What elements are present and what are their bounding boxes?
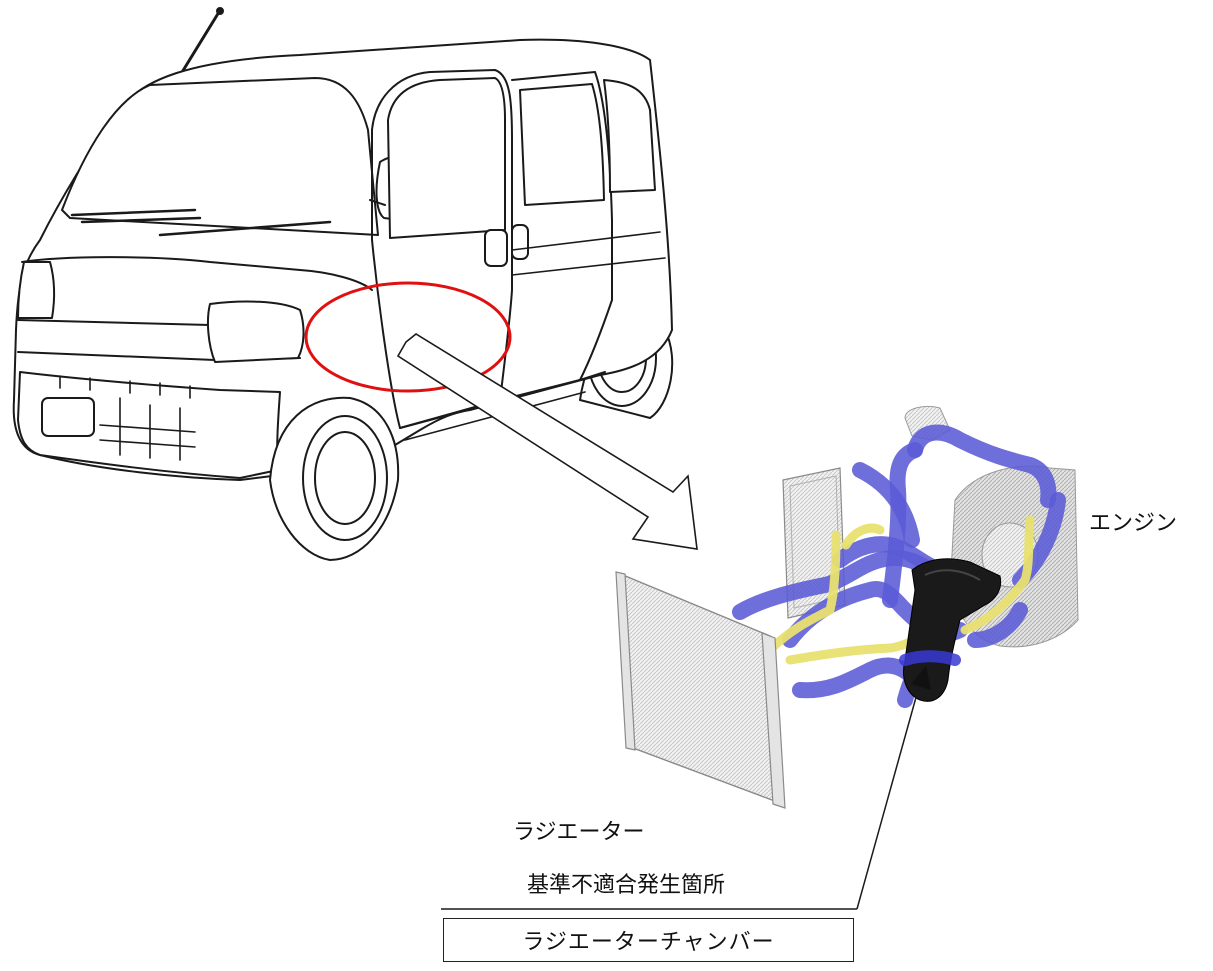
label-defect-location: 基準不適合発生箇所 (527, 873, 726, 898)
cooling-system-illustration (615, 405, 1079, 809)
van-illustration (12, 7, 674, 561)
label-radiator: ラジエーター (513, 820, 645, 845)
part-name-box: ラジエーターチャンバー (443, 918, 854, 962)
part-name-label: ラジエーターチャンバー (522, 930, 775, 955)
callout-arrow (396, 333, 698, 550)
leader-arrowhead (911, 666, 931, 690)
label-engine: エンジン (1089, 511, 1178, 536)
highlight-ellipse (304, 281, 512, 393)
leader-line (441, 666, 931, 910)
